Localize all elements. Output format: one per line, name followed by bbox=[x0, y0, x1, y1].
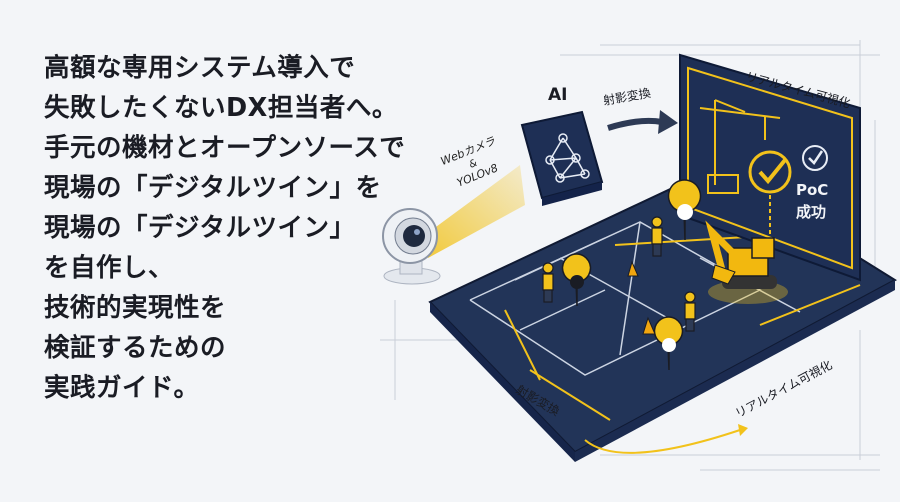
headline-line-4: 現場の「デジタルツイン」を bbox=[44, 173, 382, 203]
headline: 高額な専用システム導入で 失敗したくないDX担当者へ。 手元の機材とオープンソー… bbox=[44, 48, 444, 408]
webcam-icon bbox=[382, 208, 441, 285]
checkmark-icon bbox=[748, 150, 792, 194]
traffic-cone-icon bbox=[627, 260, 639, 277]
neural-network-icon bbox=[545, 133, 590, 183]
projection-label-top: 射影変換 bbox=[602, 85, 652, 108]
poc-success-badge: PoC 成功 bbox=[796, 145, 828, 221]
headline-line-8: 検証するための bbox=[44, 333, 227, 363]
worker-icon bbox=[542, 262, 554, 303]
headline-line-9: 実践ガイド。 bbox=[44, 373, 200, 403]
excavator-icon bbox=[705, 220, 788, 304]
location-pin-icon bbox=[653, 316, 684, 371]
location-pin-icon bbox=[667, 179, 702, 241]
ai-label: AI bbox=[548, 85, 567, 105]
camera-label-line-2: & bbox=[468, 158, 480, 171]
poc-label: PoC bbox=[796, 181, 828, 199]
headline-line-2: 失敗したくないDX担当者へ。 bbox=[44, 93, 398, 123]
worker-icon bbox=[651, 216, 663, 257]
traffic-cone-icon bbox=[642, 316, 656, 335]
headline-line-6: を自作し、 bbox=[44, 253, 175, 283]
headline-line-1: 高額な専用システム導入で bbox=[44, 53, 356, 83]
crane-icon bbox=[699, 99, 781, 194]
ai-card: AI bbox=[520, 85, 604, 206]
headline-line-5: 現場の「デジタルツイン」 bbox=[44, 213, 356, 243]
headline-line-3: 手元の機材とオープンソースで bbox=[44, 133, 406, 163]
camera-view-beam bbox=[425, 165, 525, 258]
location-pin-icon bbox=[561, 253, 592, 307]
projection-arrow: 射影変換 bbox=[602, 85, 678, 134]
headline-line-7: 技術的実現性を bbox=[44, 293, 227, 323]
worker-icon bbox=[684, 291, 696, 332]
success-label: 成功 bbox=[796, 203, 826, 221]
